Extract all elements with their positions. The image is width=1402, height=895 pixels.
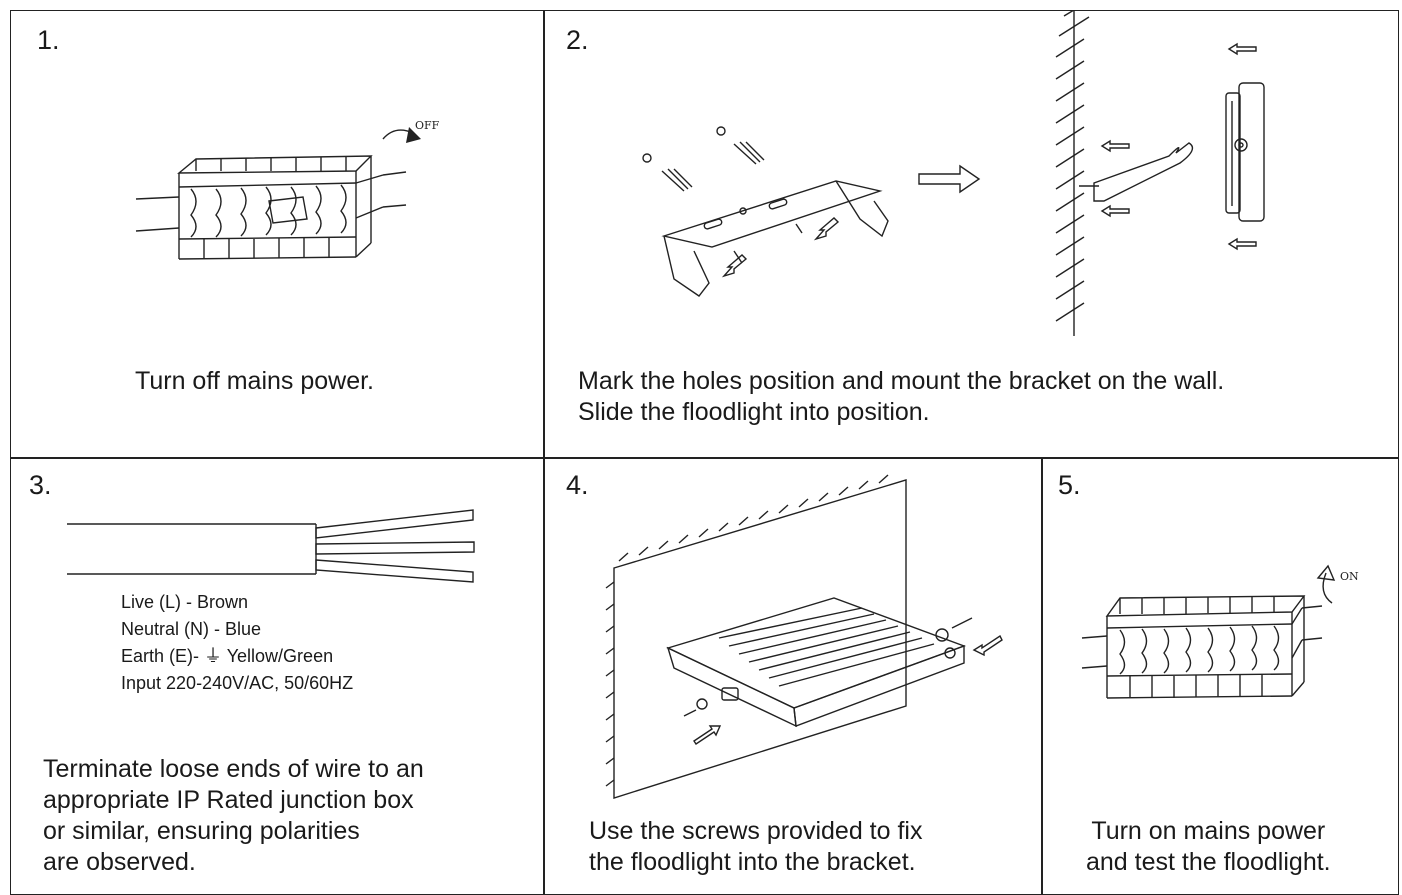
step-caption: Use the screws provided to fix the flood…	[589, 817, 923, 876]
rotate-arrow-icon	[1316, 564, 1336, 604]
wiring-neutral: Neutral (N) - Blue	[121, 619, 262, 639]
step-number: 2.	[566, 25, 589, 55]
wall-switch-on-illustration: ON	[1081, 564, 1359, 699]
step-number: 1.	[37, 25, 60, 55]
step-3-panel: 3. Live (L) - Brown Neutral (N) - Blue E…	[10, 457, 545, 895]
arrow-left-icon	[1100, 42, 1257, 251]
bracket-mount-illustration	[642, 11, 1265, 336]
step-number: 3.	[29, 470, 52, 500]
wiring-earth: Earth (E)- ⏚ Yellow/Green	[121, 646, 334, 666]
step-4-panel: 4.	[543, 457, 1043, 895]
arrow-left-icon	[972, 634, 1003, 657]
step-5-panel: 5.	[1041, 457, 1399, 895]
wiring-spec: Live (L) - Brown Neutral (N) - Blue Eart…	[121, 589, 353, 697]
wiring-live: Live (L) - Brown	[121, 592, 249, 612]
switch-state-label: ON	[1340, 570, 1359, 583]
wall-switch-off-illustration: OFF	[135, 119, 440, 260]
arrow-right-icon	[918, 164, 981, 194]
step-caption: Terminate loose ends of wire to an appro…	[43, 755, 424, 876]
step-2-panel: 2.	[543, 10, 1399, 459]
step-number: 4.	[566, 470, 589, 500]
step-number: 5.	[1058, 470, 1081, 500]
arrow-up-icon	[721, 217, 840, 278]
floodlight-fixing-illustration	[605, 474, 1003, 799]
step-caption: Turn off mains power.	[135, 367, 375, 395]
wiring-input: Input 220-240V/AC, 50/60HZ	[121, 673, 354, 693]
arrow-right-icon	[693, 725, 722, 745]
step-caption: Turn on mains power and test the floodli…	[1086, 817, 1331, 876]
switch-state-label: OFF	[415, 119, 440, 132]
step-1-panel: 1.	[10, 10, 545, 459]
wire-ends-illustration	[67, 509, 475, 583]
step-caption: Mark the holes position and mount the br…	[578, 367, 1225, 426]
rotate-arrow-icon	[382, 127, 421, 143]
